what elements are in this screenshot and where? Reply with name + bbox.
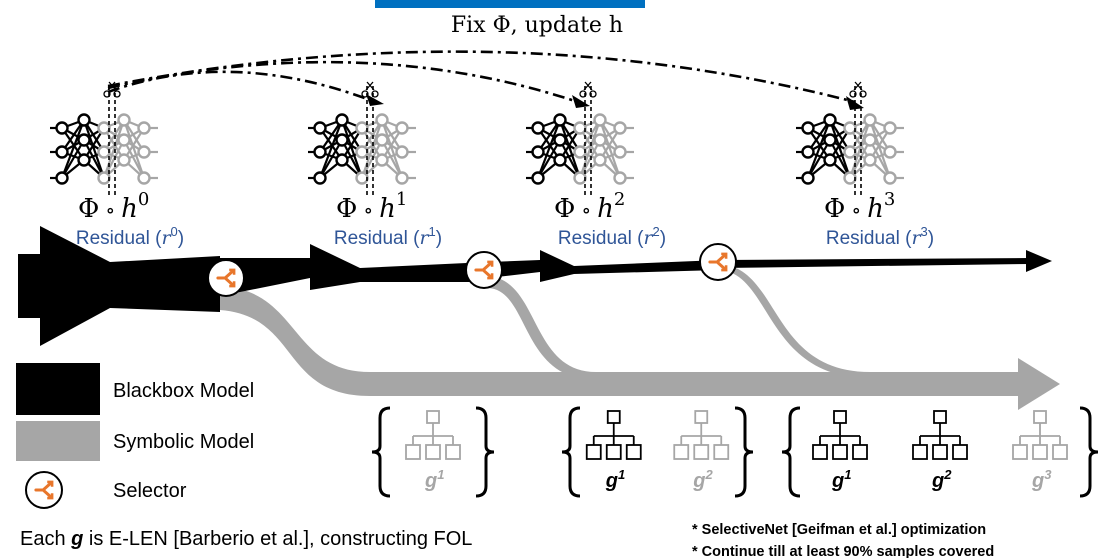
footnote-right-2: * Continue till at least 90% samples cov…: [692, 544, 994, 558]
network-icon-0: [50, 81, 158, 198]
residual-label-2: Residual (r2): [558, 224, 666, 249]
g-group-3: g1 g2 g3: [781, 406, 1099, 498]
top-arc-label: Fix Φ, update h: [451, 13, 623, 38]
g-label: g1: [605, 467, 625, 492]
update-arc-3: [107, 50, 856, 104]
g-label: g1: [831, 467, 851, 492]
residual-label-0: Residual (r0): [76, 224, 184, 249]
fol-tree-icon: [585, 410, 642, 460]
fol-tree-icon: [673, 410, 730, 460]
update-arc-1: [107, 70, 371, 102]
fol-tree-icon: [1012, 410, 1068, 460]
selector-icon-2: [465, 251, 503, 289]
network-icon-1: [308, 81, 416, 198]
scissors-icon: [579, 81, 597, 98]
fol-tree-icon: [912, 410, 968, 460]
selector-icon-1: [207, 259, 245, 297]
legend-symbolic-label: Symbolic Model: [113, 431, 254, 453]
scissors-icon: [849, 81, 867, 98]
footnote-right-1: * SelectiveNet [Geifman et al.] optimiza…: [692, 522, 986, 538]
scissors-icon: [103, 81, 121, 98]
network-icon-2: [526, 81, 634, 198]
title-fragment: [375, 0, 645, 8]
phi-h-label-0: Φ∘h0: [78, 189, 149, 224]
selector-icon-3: [699, 243, 737, 281]
g-group-2: g1 g2: [561, 406, 754, 498]
selector-icon-legend: [25, 471, 63, 509]
g-label: g1: [424, 467, 444, 492]
fol-tree-icon: [812, 410, 868, 460]
update-arc-2: [107, 60, 579, 104]
residual-label-1: Residual (r1): [334, 224, 442, 249]
legend-blackbox-label: Blackbox Model: [113, 380, 254, 402]
update-arc-heads: [366, 94, 864, 110]
phi-h-label-3: Φ∘h3: [824, 189, 895, 224]
blackbox-band-2: [220, 244, 488, 296]
phi-h-label-2: Φ∘h2: [554, 189, 625, 224]
fol-tree-icon: [405, 410, 461, 460]
phi-h-label-1: Φ∘h1: [336, 189, 407, 224]
blackbox-arrowhead: [1026, 250, 1052, 272]
symbolic-flow: [220, 264, 1060, 410]
update-arcs: [107, 50, 856, 104]
blackbox-flow: [18, 226, 1052, 346]
symbolic-band-main: [220, 286, 1020, 396]
legend-symbolic-swatch: [16, 421, 100, 461]
blackbox-band-4: [720, 258, 1030, 268]
legend-selector-label: Selector: [113, 480, 187, 502]
g-label: g2: [931, 467, 952, 492]
g-label: g2: [692, 467, 713, 492]
footnote-left: Each g is E-LEN [Barberio et al.], const…: [20, 528, 472, 550]
legend-blackbox-swatch: [16, 363, 100, 415]
blackbox-band-1: [18, 226, 220, 346]
symbolic-band-3: [720, 264, 880, 378]
blackbox-band-3: [488, 250, 720, 282]
residual-label-3: Residual (r3): [826, 224, 934, 249]
g-group-1: g1: [371, 406, 495, 498]
symbolic-band-2: [488, 276, 610, 380]
scissors-icon: [361, 81, 379, 98]
g-label: g3: [1031, 467, 1052, 492]
network-icon-3: [796, 81, 904, 198]
legend: Blackbox Model Symbolic Model Selector: [16, 363, 254, 509]
symbolic-arrowhead: [1018, 358, 1060, 410]
